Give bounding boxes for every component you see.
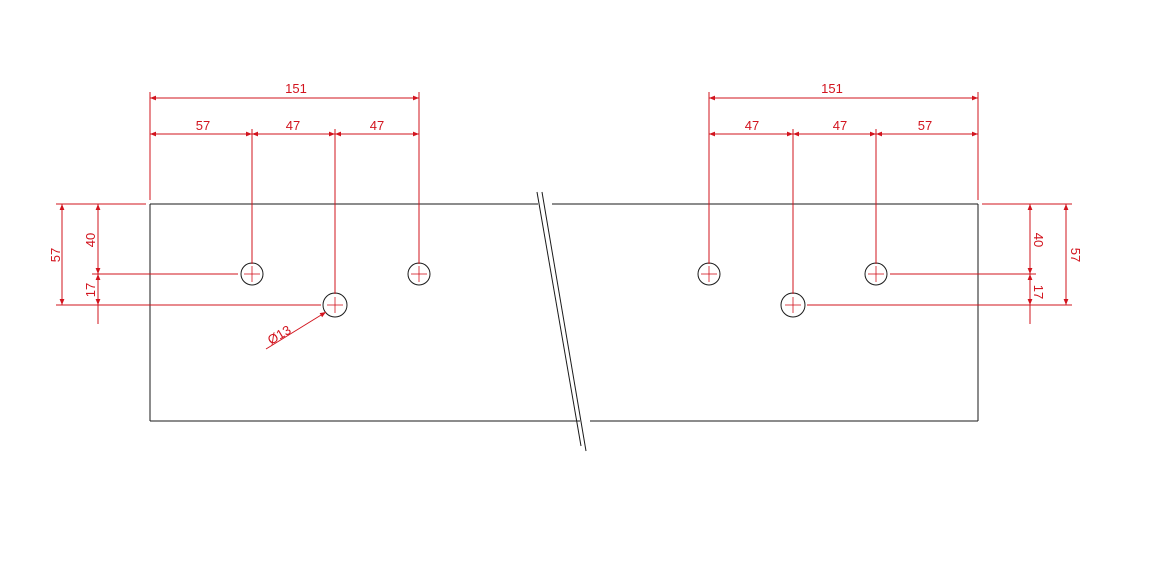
left-vertical-lower-label: 17: [83, 283, 98, 297]
left-horizontal-dimensions: 151 57 47 47: [149, 81, 420, 294]
hole-right-3: [864, 262, 888, 286]
left-vertical-total-label: 57: [48, 248, 63, 262]
hole-left-3: [407, 262, 431, 286]
diameter-callout: Ø13: [265, 311, 327, 350]
left-vertical-upper-label: 40: [83, 233, 98, 247]
right-spacing-1-label: 47: [745, 118, 759, 133]
break-line: [536, 191, 587, 452]
holes: [240, 262, 888, 318]
left-vertical-dimensions: 57 40 17: [48, 203, 321, 324]
hole-left-1: [240, 262, 264, 286]
right-vertical-lower-label: 17: [1031, 285, 1046, 299]
left-spacing-2-label: 47: [286, 118, 300, 133]
hole-left-2: [322, 292, 348, 318]
right-overall-label: 151: [821, 81, 843, 96]
right-vertical-total-label: 57: [1068, 248, 1083, 262]
left-spacing-1-label: 57: [196, 118, 210, 133]
left-spacing-3-label: 47: [370, 118, 384, 133]
plate-outline: [149, 203, 979, 422]
right-horizontal-dimensions: 151 47 47 57: [708, 81, 979, 294]
hole-diameter-label: Ø13: [265, 322, 294, 348]
right-spacing-3-label: 57: [918, 118, 932, 133]
right-vertical-upper-label: 40: [1031, 233, 1046, 247]
left-overall-label: 151: [285, 81, 307, 96]
hole-right-2: [780, 292, 806, 318]
right-vertical-dimensions: 57 40 17: [807, 203, 1083, 324]
right-spacing-2-label: 47: [833, 118, 847, 133]
hole-right-1: [697, 262, 721, 286]
